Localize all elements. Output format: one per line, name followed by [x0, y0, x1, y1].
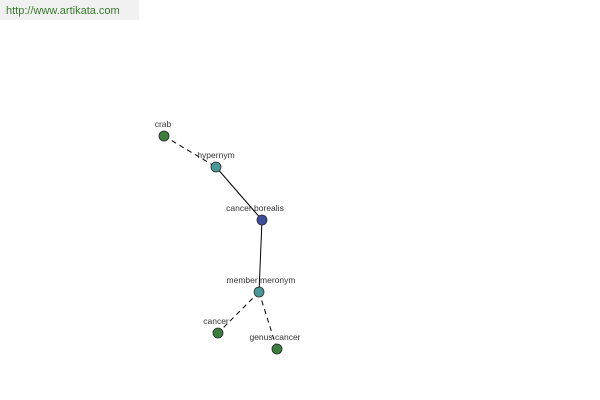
node-crab[interactable]: crab: [155, 119, 172, 142]
node-dot-genus-cancer[interactable]: [271, 343, 283, 355]
edge-member-meronym-to-genus-cancer: [258, 291, 278, 350]
node-genus-cancer[interactable]: genus cancer: [249, 332, 301, 355]
node-member-meronym[interactable]: member meronym: [227, 275, 296, 298]
node-label-cancer-borealis[interactable]: cancer borealis: [226, 203, 284, 213]
edge-crab-to-hypernym: [163, 135, 217, 168]
node-label-crab[interactable]: crab: [155, 119, 172, 129]
edge-member-meronym-to-cancer: [217, 291, 260, 334]
node-hypernym[interactable]: hypernym: [197, 150, 235, 173]
graph-edges: [163, 135, 278, 350]
graph-nodes: crab hypernym cancer borealis member merony…: [155, 119, 301, 355]
node-cancer[interactable]: cancer: [203, 316, 229, 339]
node-dot-crab[interactable]: [158, 130, 170, 142]
node-label-cancer[interactable]: cancer: [203, 316, 229, 326]
node-dot-cancer-borealis[interactable]: [256, 214, 268, 226]
node-cancer-borealis[interactable]: cancer borealis: [226, 203, 284, 226]
node-label-hypernym[interactable]: hypernym: [197, 150, 234, 160]
node-dot-cancer[interactable]: [212, 327, 224, 339]
node-label-member-meronym[interactable]: member meronym: [227, 275, 296, 285]
node-dot-hypernym[interactable]: [210, 161, 222, 173]
edge-hypernym-to-cancer-borealis: [215, 166, 263, 221]
node-label-genus-cancer[interactable]: genus cancer: [249, 332, 300, 342]
edge-cancer-borealis-to-member-meronym: [258, 219, 263, 293]
node-dot-member-meronym[interactable]: [253, 286, 265, 298]
site-url[interactable]: http://www.artikata.com: [0, 0, 139, 20]
